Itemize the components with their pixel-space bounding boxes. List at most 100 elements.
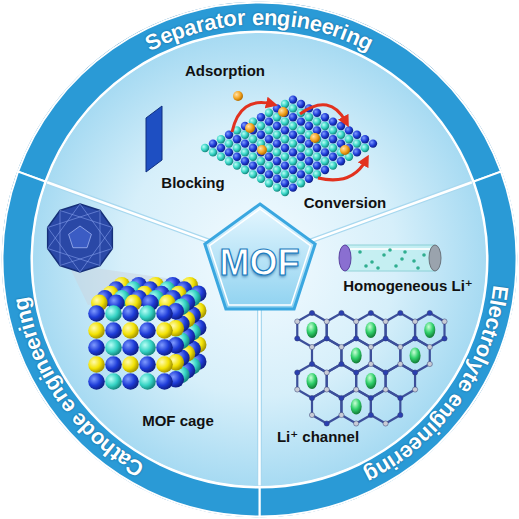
framework-atom bbox=[368, 412, 373, 417]
framework-atom bbox=[412, 370, 417, 375]
lattice-atom bbox=[265, 170, 273, 178]
polyhedron-face bbox=[69, 226, 92, 248]
lattice-atom bbox=[257, 122, 265, 130]
lattice-atom bbox=[353, 139, 361, 147]
lattice-atom bbox=[297, 170, 305, 178]
lattice-atom bbox=[289, 113, 297, 121]
lattice-plane bbox=[205, 100, 373, 192]
ion-dot bbox=[376, 266, 380, 270]
li-ion-cone bbox=[365, 322, 376, 338]
cube-sphere bbox=[156, 305, 173, 322]
lattice-atom bbox=[241, 166, 249, 174]
framework-atom bbox=[368, 344, 373, 349]
cube-sphere bbox=[88, 322, 105, 339]
lattice-atom bbox=[297, 117, 305, 125]
ring-letter: e bbox=[251, 6, 263, 28]
framework-atom bbox=[295, 387, 300, 392]
lattice-atom bbox=[281, 126, 289, 134]
mesh-line bbox=[60, 210, 61, 265]
cube-sphere bbox=[122, 339, 139, 356]
lattice-atoms bbox=[201, 95, 377, 196]
lattice-atom bbox=[297, 161, 305, 169]
cube-sphere bbox=[139, 339, 156, 356]
lattice-atom bbox=[289, 166, 297, 174]
lattice-atom bbox=[289, 183, 297, 191]
lattice-atom bbox=[281, 117, 289, 125]
lattice-atom bbox=[265, 153, 273, 161]
lattice-atom bbox=[329, 144, 337, 152]
lattice-atom bbox=[313, 117, 321, 125]
ring-segment bbox=[18, 3, 501, 182]
framework-atom bbox=[309, 310, 314, 315]
lattice-atom bbox=[305, 157, 313, 165]
cube-sphere bbox=[88, 356, 105, 373]
lattice-atom bbox=[225, 157, 233, 165]
ion-dot bbox=[370, 260, 374, 264]
cube-sphere bbox=[88, 373, 105, 390]
lattice-atom bbox=[345, 135, 353, 143]
lattice-atom bbox=[361, 135, 369, 143]
framework-atom bbox=[295, 319, 300, 324]
lattice-atom bbox=[257, 157, 265, 165]
lattice-atom bbox=[241, 157, 249, 165]
lattice-atom bbox=[345, 126, 353, 134]
lattice-atom bbox=[321, 122, 329, 130]
cell-tube bbox=[345, 245, 435, 271]
cube-sphere bbox=[88, 339, 105, 356]
polysulfide-ball bbox=[245, 123, 255, 133]
polysulfide-ball bbox=[233, 91, 243, 101]
right-electrode bbox=[429, 245, 441, 271]
lattice-atom bbox=[297, 126, 305, 134]
background bbox=[3, 3, 517, 517]
lattice-atom bbox=[273, 175, 281, 183]
framework-atom bbox=[442, 336, 447, 341]
lattice-atom bbox=[249, 161, 257, 169]
li-ion-cone bbox=[424, 322, 435, 338]
lattice-atom bbox=[321, 166, 329, 174]
lattice-atom bbox=[273, 183, 281, 191]
cube-sphere bbox=[105, 373, 122, 390]
cube-sphere bbox=[122, 356, 139, 373]
lattice-atom bbox=[329, 126, 337, 134]
lattice-atom bbox=[305, 166, 313, 174]
framework-atom bbox=[398, 344, 403, 349]
framework-atom bbox=[412, 319, 417, 324]
framework-atom bbox=[309, 395, 314, 400]
lattice-atom bbox=[289, 157, 297, 165]
framework-atom bbox=[427, 344, 432, 349]
lattice-atom bbox=[281, 170, 289, 178]
lattice-atom bbox=[281, 100, 289, 108]
cube-sphere bbox=[105, 305, 122, 322]
framework-atom bbox=[295, 336, 300, 341]
lattice-atom bbox=[321, 157, 329, 165]
ring-letter: n bbox=[263, 6, 277, 29]
framework-atom bbox=[398, 361, 403, 366]
framework-atom bbox=[383, 387, 388, 392]
lattice-atom bbox=[209, 148, 217, 156]
lattice-atom bbox=[289, 148, 297, 156]
mesh-line bbox=[60, 249, 112, 266]
li-ion-cone bbox=[351, 348, 362, 364]
lattice-atom bbox=[201, 144, 209, 152]
lattice-atom bbox=[233, 135, 241, 143]
cube-sphere bbox=[122, 305, 139, 322]
lattice-atom bbox=[257, 113, 265, 121]
lattice-atom bbox=[265, 117, 273, 125]
ion-dot bbox=[416, 266, 420, 270]
ion-dot bbox=[412, 259, 416, 263]
cube-sphere bbox=[122, 373, 139, 390]
lattice-atom bbox=[297, 144, 305, 152]
lattice-atom bbox=[289, 104, 297, 112]
polysulfide-ball bbox=[310, 133, 320, 143]
lattice-atom bbox=[273, 166, 281, 174]
lattice-atom bbox=[297, 135, 305, 143]
framework-atom bbox=[339, 361, 344, 366]
lattice-atom bbox=[337, 131, 345, 139]
curved-arrow bbox=[318, 160, 366, 180]
framework-atom bbox=[309, 412, 314, 417]
cube-sphere bbox=[122, 322, 139, 339]
outer-ring bbox=[3, 3, 517, 517]
red-arrows bbox=[232, 103, 366, 180]
li-ion-cone bbox=[365, 373, 376, 389]
